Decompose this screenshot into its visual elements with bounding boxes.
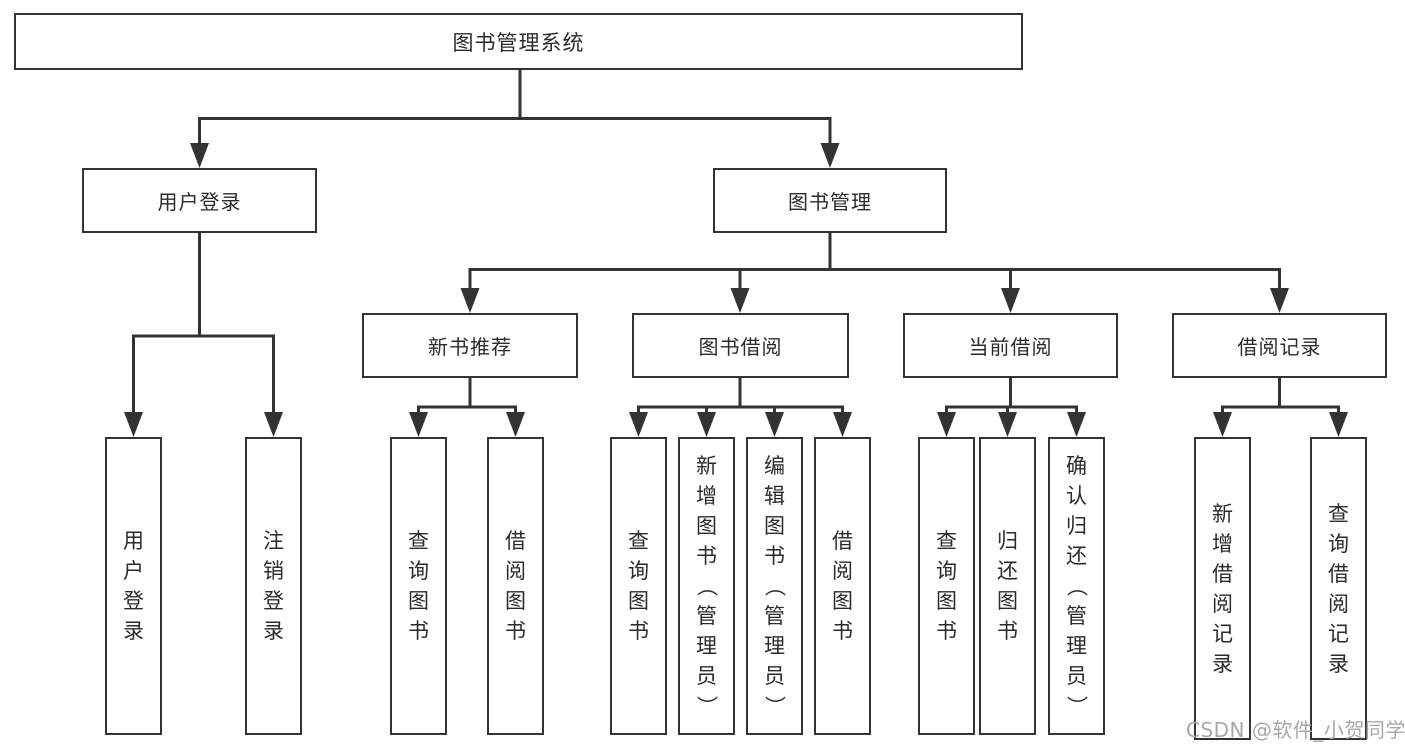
node-new-book-recommend: 新书推荐 <box>362 313 578 378</box>
leaf-confirm-return-admin: 确认归还（管理员） <box>1048 437 1105 735</box>
leaf-add-books-admin: 新增图书（管理员） <box>678 437 735 735</box>
node-book-borrow: 图书借阅 <box>632 313 849 378</box>
node-borrow-records: 借阅记录 <box>1172 313 1387 378</box>
node-user-login-label: 用户登录 <box>157 190 242 214</box>
node-current-borrow: 当前借阅 <box>903 313 1118 378</box>
node-root-system: 图书管理系统 <box>14 13 1023 70</box>
leaf-return-books: 归还图书 <box>979 437 1036 735</box>
leaf-add-borrow-record: 新增借阅记录 <box>1194 437 1251 740</box>
csdn-watermark: CSDN @软件_小贺同学 <box>1186 718 1405 742</box>
node-borrow-records-label: 借阅记录 <box>1237 335 1322 359</box>
leaf-query-books-borrow: 查询图书 <box>610 437 667 735</box>
leaf-borrow-books-recommend: 借阅图书 <box>487 437 544 735</box>
leaf-logout: 注销登录 <box>245 437 302 735</box>
node-new-book-recommend-label: 新书推荐 <box>428 335 512 359</box>
node-book-management: 图书管理 <box>713 168 947 233</box>
node-current-borrow-label: 当前借阅 <box>968 335 1053 359</box>
leaf-edit-books-admin: 编辑图书（管理员） <box>746 437 803 735</box>
leaf-borrow-books: 借阅图书 <box>814 437 871 735</box>
leaf-query-books-current: 查询图书 <box>918 437 975 735</box>
node-user-login: 用户登录 <box>82 168 317 233</box>
node-root-label: 图书管理系统 <box>452 30 585 55</box>
leaf-query-books-recommend: 查询图书 <box>390 437 447 735</box>
leaf-user-login: 用户登录 <box>105 437 162 735</box>
leaf-query-borrow-record: 查询借阅记录 <box>1310 437 1367 740</box>
node-book-management-label: 图书管理 <box>788 190 872 214</box>
node-book-borrow-label: 图书借阅 <box>698 335 783 359</box>
arrowheads <box>124 143 1348 437</box>
